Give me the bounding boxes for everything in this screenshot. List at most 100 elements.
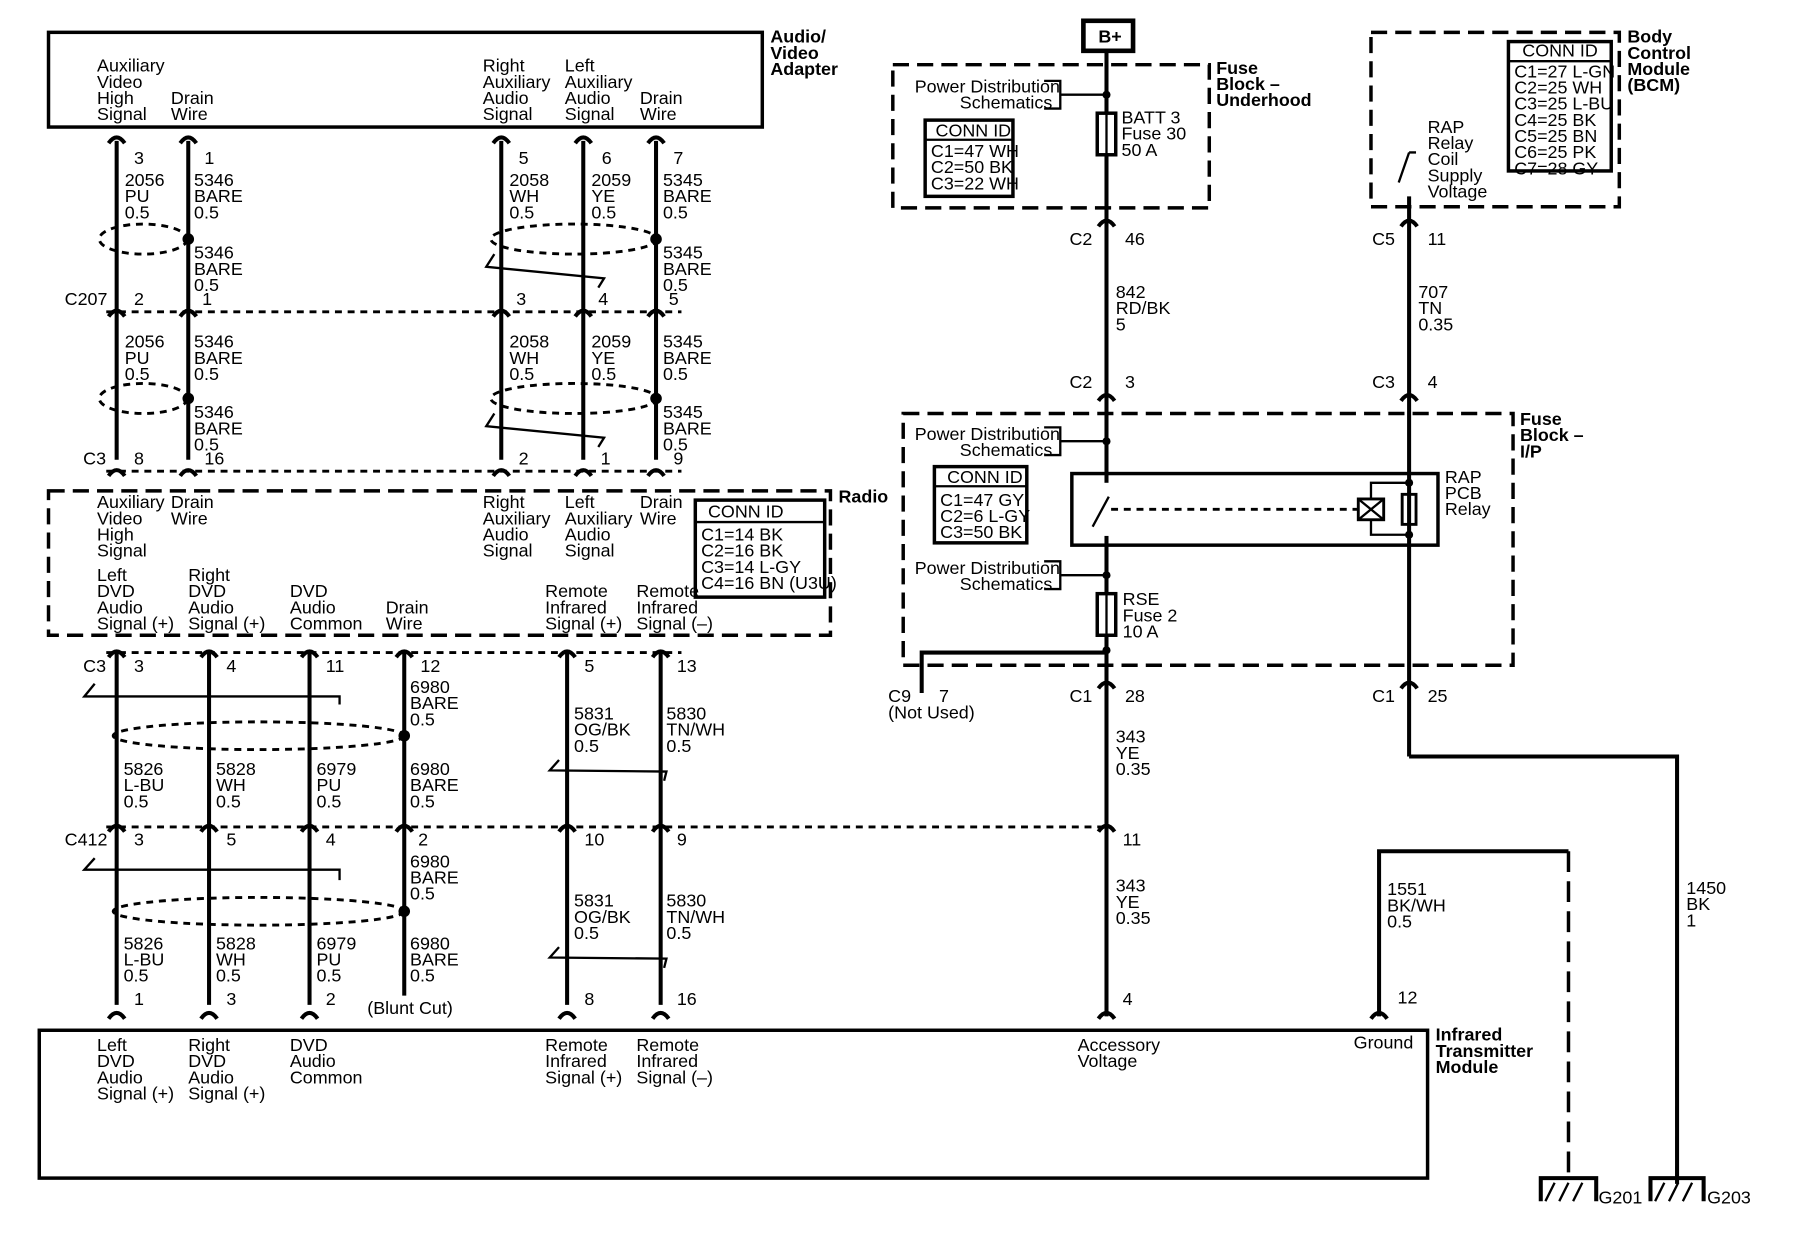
radio-pin-dvd-common-label: DVD Audio Common: [290, 581, 363, 633]
relay-diode-mark: [1357, 498, 1385, 521]
svg-text:2: 2: [326, 989, 336, 1009]
pds-underhood-label: Power Distribution Schematics: [915, 76, 1065, 112]
underhood-conn-id-table: [923, 118, 1015, 199]
svg-text:1: 1: [202, 289, 212, 309]
wire-1551-ground: [1377, 849, 1569, 1017]
svg-text:1: 1: [601, 448, 611, 468]
rse-fuse-label: RSE Fuse 2 10 A: [1123, 589, 1183, 641]
svg-text:2: 2: [134, 289, 144, 309]
relay-switch-contact: [1091, 496, 1110, 528]
fuse-block-underhood-box: [891, 62, 1212, 210]
svg-text:7: 7: [673, 148, 683, 168]
pin-numbers: 3 1 5 6 7 2 1 3 4 5 8 16 2 1 9 3 4 11 12…: [134, 148, 1418, 1009]
fuse-block-ip-label: Fuse Block – I/P: [1520, 409, 1589, 461]
splice-dot-underhood: [1102, 90, 1111, 99]
svg-text:12: 12: [1398, 988, 1418, 1008]
infrared-transmitter-label: Infrared Transmitter Module: [1436, 1025, 1538, 1077]
svg-text:3: 3: [134, 656, 144, 676]
av-pin-right-aux-label: Right Auxiliary Audio Signal: [483, 56, 556, 125]
svg-text:4: 4: [326, 829, 336, 849]
battery-positive-label: B+: [1098, 27, 1121, 47]
svg-text:9: 9: [673, 448, 683, 468]
svg-text:1: 1: [134, 989, 144, 1009]
c3-label: C3: [83, 448, 106, 468]
radio-pin-left-aux-label: Left Auxiliary Audio Signal: [565, 492, 638, 561]
itm-pin-dvd-common-label: DVD Audio Common: [290, 1035, 363, 1087]
connector-symbols: [106, 135, 1389, 1020]
svg-text:3: 3: [516, 289, 526, 309]
av-adapter-box: [46, 30, 765, 129]
shield-dvd-lower: [111, 895, 406, 927]
underhood-conn-id-title: CONN ID: [936, 120, 1012, 140]
svg-text:5: 5: [669, 289, 679, 309]
itm-pin-ir-plus-label: Remote Infrared Signal (+): [545, 1035, 622, 1087]
rap-pcb-relay-box: [1070, 471, 1440, 547]
av-adapter-label: Audio/ Video Adapter: [770, 27, 838, 79]
ground-g203-label: G203: [1707, 1188, 1751, 1208]
svg-text:8: 8: [584, 989, 594, 1009]
pds-bracket-ip-upper: [1044, 426, 1062, 457]
itm-pin-ir-minus-label: Remote Infrared Signal (–): [636, 1035, 713, 1087]
ground-g201-label: G201: [1599, 1188, 1643, 1208]
shield-dvd-upper: [111, 720, 406, 752]
ip-conn-id-title: CONN ID: [947, 467, 1023, 487]
wire-707-label: 707 TN 0.35: [1418, 282, 1453, 334]
infrared-transmitter-box: [37, 1028, 1430, 1180]
svg-text:3: 3: [134, 829, 144, 849]
c9-pin: 7: [939, 686, 949, 706]
c5-pin: 11: [1428, 229, 1447, 249]
svg-text:5: 5: [226, 829, 236, 849]
ip-conn-id-rows: C1=47 GY C2=6 L-GY C3=50 BK: [940, 490, 1035, 542]
rap-pcb-relay-label: RAP PCB Relay: [1445, 467, 1491, 519]
wire-343-upper-label: 343 YE 0.35: [1116, 727, 1151, 779]
bcm-conn-id-title: CONN ID: [1522, 41, 1598, 61]
wire-343-lower-label: 343 YE 0.35: [1116, 876, 1151, 928]
svg-text:5: 5: [519, 148, 529, 168]
itm-pin-left-dvd-label: Left DVD Audio Signal (+): [97, 1035, 174, 1104]
av-pin-drain-b-label: Drain Wire: [640, 88, 688, 124]
svg-text:10: 10: [584, 829, 604, 849]
ground-g201-icon: [1538, 1176, 1599, 1202]
c3-radio-label: C3: [83, 656, 106, 676]
ground-g203-icon: [1648, 1176, 1706, 1202]
radio-pin-ir-minus-label: Remote Infrared Signal (–): [636, 581, 713, 633]
svg-text:12: 12: [420, 656, 440, 676]
av-pin-drain-a-label: Drain Wire: [171, 88, 219, 124]
radio-conn-id-title: CONN ID: [708, 501, 784, 521]
wire-1551-label: 1551 BK/WH 0.5: [1387, 879, 1451, 931]
svg-text:5: 5: [584, 656, 594, 676]
wire-842-label: 842 RD/BK 5: [1116, 282, 1176, 334]
fuse-block-ip-box: [901, 411, 1515, 668]
splice-dot-ip-lower: [1102, 571, 1111, 580]
shield-audio-lower: [489, 382, 659, 415]
radio-pin-drain-c-label: Drain Wire: [386, 597, 434, 633]
pds-bracket-underhood: [1044, 79, 1062, 110]
radio-pin-right-dvd-label: Right DVD Audio Signal (+): [188, 565, 265, 634]
svg-text:6: 6: [602, 148, 612, 168]
bcm-label: Body Control Module (BCM): [1627, 27, 1696, 96]
av-pin-left-aux-label: Left Auxiliary Audio Signal: [565, 56, 638, 125]
underhood-conn-id-rows: C1=47 WH C2=50 BK C3=22 WH: [931, 141, 1024, 193]
bcm-switch-symbol: [1397, 151, 1417, 183]
itm-pin-right-dvd-label: Right DVD Audio Signal (+): [188, 1035, 265, 1104]
svg-text:4: 4: [598, 289, 608, 309]
radio-conn-id-rows: C1=14 BK C2=16 BK C3=14 L-GY C4=16 BN (U…: [701, 525, 837, 594]
